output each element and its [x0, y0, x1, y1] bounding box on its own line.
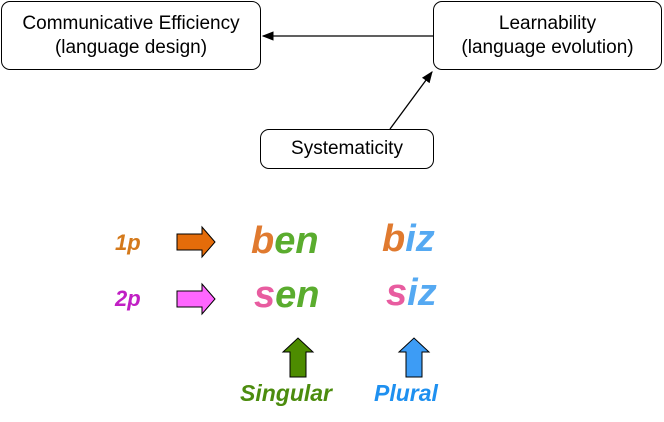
arrow-systematicity-to-learnability: [389, 71, 433, 130]
suffix: en: [275, 274, 320, 316]
orange-block-arrow: [176, 225, 216, 259]
singular-label: Singular: [240, 380, 333, 406]
word-sen: sen: [254, 274, 320, 317]
suffix: en: [274, 220, 319, 262]
box-subtitle: (language design): [54, 36, 208, 58]
systematicity-box: Systematicity: [260, 129, 434, 169]
pronoun-1p: 1p: [115, 230, 141, 255]
suffix: iz: [405, 218, 435, 260]
word-biz: biz: [382, 218, 435, 261]
learnability-box: Learnability (language evolution): [433, 1, 662, 70]
word-ben: ben: [251, 220, 319, 263]
plural-label: Plural: [374, 380, 438, 406]
stem: b: [382, 218, 406, 260]
blue-up-block-arrow: [397, 337, 431, 378]
stem: s: [386, 272, 408, 314]
suffix: iz: [407, 272, 437, 314]
box-subtitle: (language evolution): [461, 36, 634, 58]
box-title: Learnability: [498, 12, 597, 34]
box-title: Communicative Efficiency: [22, 12, 240, 34]
pink-block-arrow: [176, 282, 216, 316]
word-siz: siz: [386, 272, 437, 315]
pronoun-2p: 2p: [115, 286, 141, 311]
stem: b: [251, 220, 275, 262]
communicative-efficiency-box: Communicative Efficiency (language desig…: [1, 1, 261, 70]
stem: s: [254, 274, 276, 316]
box-title: Systematicity: [291, 138, 403, 159]
green-up-block-arrow: [281, 337, 315, 378]
